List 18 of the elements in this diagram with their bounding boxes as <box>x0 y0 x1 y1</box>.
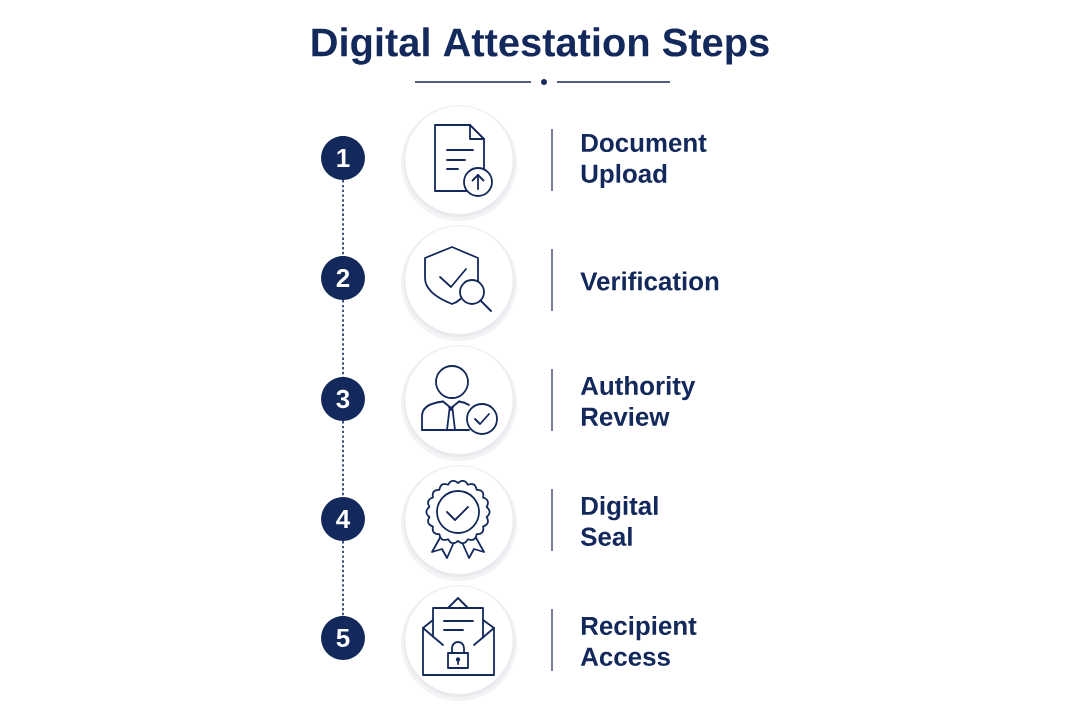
step-label: Authority Review <box>580 376 696 426</box>
step-label: Digital Seal <box>580 496 658 546</box>
connector-line <box>342 420 344 498</box>
title: Digital Attestation Steps <box>312 27 769 65</box>
connector-line <box>342 540 344 617</box>
step-label: Recipient Access <box>580 616 697 666</box>
step-number: 5 <box>321 616 365 660</box>
step-number: 3 <box>321 377 365 421</box>
step-label: Verification <box>580 271 719 291</box>
icon-circle <box>401 105 517 221</box>
icon-circle <box>401 345 517 461</box>
icon-circle <box>401 225 517 341</box>
step-label: Document Upload <box>581 133 707 189</box>
connector-line <box>342 179 344 257</box>
step-number: 4 <box>321 497 365 541</box>
icon-circle <box>401 585 517 701</box>
step-number: 2 <box>321 256 365 300</box>
step-number: 1 <box>321 136 365 180</box>
